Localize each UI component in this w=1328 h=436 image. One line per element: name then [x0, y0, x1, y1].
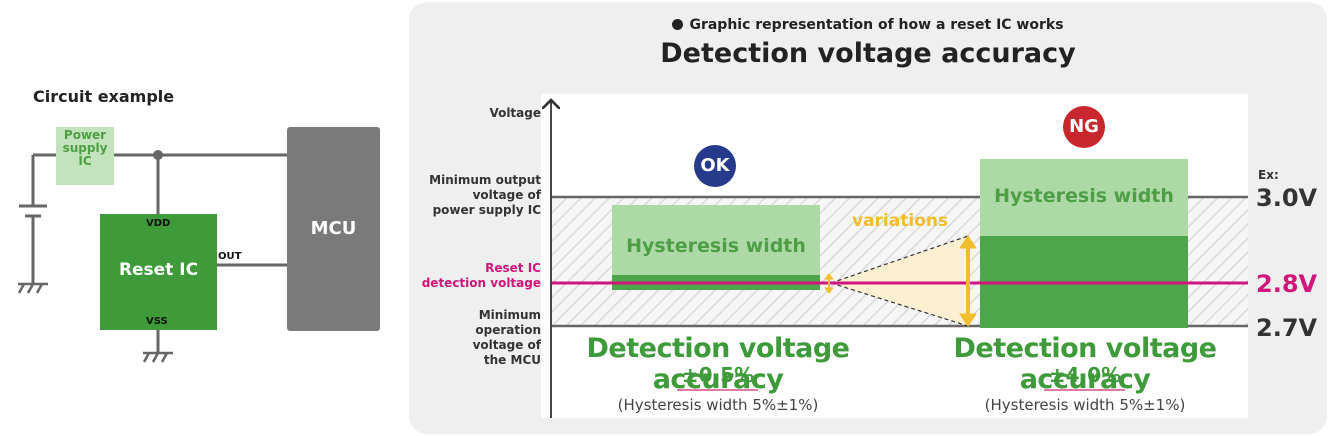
- level-label-reset-detection: Reset IC detection voltage: [421, 261, 541, 290]
- variation-cone: [831, 236, 968, 326]
- y-axis-label: Voltage: [489, 106, 541, 120]
- ok-badge: OK: [694, 145, 736, 187]
- circuit-diagram: [17, 127, 380, 363]
- variations-label: variations: [852, 211, 949, 231]
- power-supply-ic-block: [56, 127, 114, 185]
- ok-hysteresis-note: (Hysteresis width 5%±1%): [617, 396, 819, 414]
- pin-vss-label: VSS: [146, 316, 168, 327]
- bullet-icon: [672, 19, 684, 30]
- reset-ic-label: Reset IC: [118, 260, 199, 280]
- ng-variation-arrow: [959, 235, 977, 327]
- ok-hysteresis-bar: [612, 205, 820, 275]
- graphic-subtitle: Graphic representation of how a reset IC…: [409, 17, 1327, 33]
- pin-out-label: OUT: [218, 251, 242, 262]
- ng-accuracy-value: ±4.0%: [1048, 363, 1122, 387]
- pin-vdd-label: VDD: [146, 218, 171, 229]
- value-3v: 3.0V: [1256, 184, 1318, 212]
- ok-accuracy-value: ±0.5%: [681, 363, 755, 387]
- graphic-title: Detection voltage accuracy: [660, 38, 1076, 69]
- ng-hysteresis-bar: [980, 159, 1188, 236]
- ng-badge: NG: [1063, 106, 1105, 148]
- example-label: Ex:: [1258, 168, 1279, 182]
- ng-hysteresis-label: Hysteresis width: [994, 185, 1174, 207]
- ok-accuracy-title: Detection voltage accuracy: [586, 333, 850, 395]
- value-2-7v: 2.7V: [1256, 314, 1318, 342]
- ng-accuracy-title: Detection voltage accuracy: [953, 333, 1217, 395]
- circuit-title: Circuit example: [33, 87, 175, 106]
- power-supply-ic-label: Power supply IC: [62, 128, 108, 168]
- ng-hysteresis-note: (Hysteresis width 5%±1%): [984, 396, 1186, 414]
- mcu-label: MCU: [310, 218, 357, 239]
- ground-icon: [142, 351, 173, 363]
- junction-dot: [153, 150, 163, 160]
- level-label-min-operation: Minimum operation voltage of the MCU: [472, 308, 541, 367]
- ok-variation-arrow: [823, 273, 835, 294]
- mcu-block: [287, 127, 380, 331]
- value-2-8v: 2.8V: [1256, 270, 1318, 298]
- reset-ic-block: [100, 214, 217, 330]
- ground-icon: [17, 282, 48, 294]
- ok-hysteresis-label: Hysteresis width: [626, 235, 806, 257]
- level-label-min-output: Minimum output voltage of power supply I…: [429, 173, 541, 217]
